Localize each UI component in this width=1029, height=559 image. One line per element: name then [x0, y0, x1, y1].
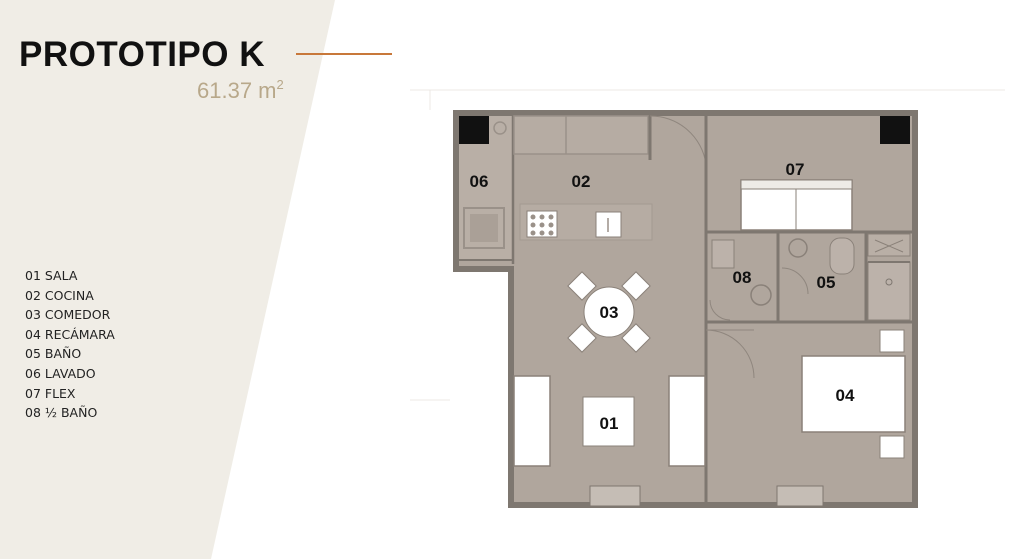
- legend-item: 02 COCINA: [25, 287, 94, 303]
- room-bathrooms: [704, 230, 912, 502]
- room-legend: 01 SALA 02 COCINA 03 COMEDOR 04 RECÁMARA…: [25, 266, 115, 423]
- area-exponent: 2: [276, 77, 284, 92]
- living-set: [513, 375, 706, 467]
- room-bedroom: [705, 329, 906, 459]
- room-label-04: 04: [836, 386, 855, 405]
- legend-item: 08 ½ BAÑO: [25, 405, 98, 421]
- legend-item: 03 COMEDOR: [25, 307, 111, 323]
- title-accent-rule: [296, 53, 392, 55]
- legend-item: 05 BAÑO: [25, 346, 82, 362]
- dining-set: [567, 271, 651, 353]
- plan-guides: [410, 89, 1005, 401]
- room-label-03: 03: [600, 303, 619, 322]
- room-kitchen: [513, 115, 708, 241]
- room-label-02: 02: [572, 172, 591, 191]
- plan-windows: [589, 485, 824, 507]
- room-label-06: 06: [470, 172, 489, 191]
- room-label-01: 01: [600, 414, 619, 433]
- room-flex: [740, 179, 853, 231]
- page-title: PROTOTIPO K: [19, 35, 265, 74]
- room-label-08: 08: [733, 268, 752, 287]
- legend-item: 01 SALA: [25, 268, 78, 283]
- room-label-05: 05: [817, 273, 836, 292]
- room-label-07: 07: [786, 160, 805, 179]
- legend-item: 07 FLEX: [25, 385, 76, 401]
- legend-item: 06 LAVADO: [25, 365, 96, 381]
- column-right: [880, 116, 910, 144]
- area-value: 61.37 m2: [197, 77, 284, 103]
- area-number: 61.37 m: [197, 78, 277, 103]
- column-left: [459, 116, 489, 144]
- legend-item: 04 RECÁMARA: [25, 326, 115, 342]
